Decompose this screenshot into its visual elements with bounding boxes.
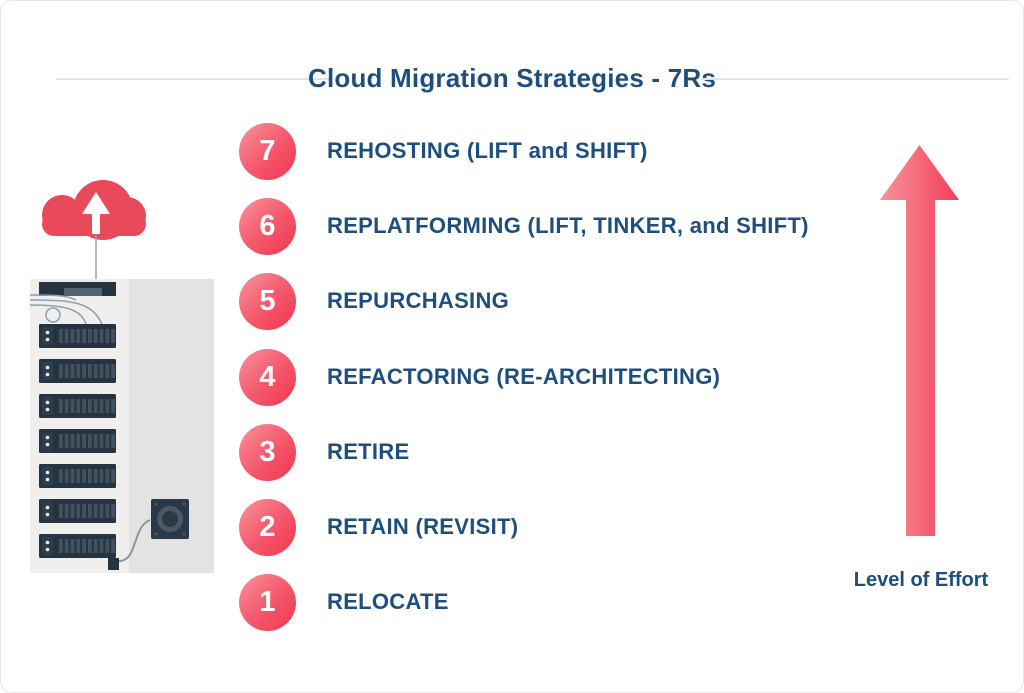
effort-axis-label: Level of Effort <box>853 569 989 591</box>
step-number-badge: 4 <box>239 348 296 406</box>
step-number-badge: 2 <box>239 498 296 556</box>
step-number-badge: 3 <box>239 423 296 481</box>
strategy-row-4: 4 REFACTORING (RE-ARCHITECTING) <box>239 348 720 406</box>
title-divider-right <box>701 78 1009 80</box>
strategy-row-5: 5 REPURCHASING <box>239 272 509 330</box>
strategy-row-6: 6 REPLATFORMING (LIFT, TINKER, and SHIFT… <box>239 197 809 255</box>
strategy-label: RETAIN (REVISIT) <box>327 514 519 539</box>
cloud-upload-icon <box>42 180 146 279</box>
page-title: Cloud Migration Strategies - 7Rs <box>307 63 716 93</box>
strategy-label: RETIRE <box>327 439 410 464</box>
step-number-badge: 7 <box>239 122 296 180</box>
step-number-badge: 5 <box>239 272 296 330</box>
strategy-row-2: 2 RETAIN (REVISIT) <box>239 498 518 556</box>
server-rack-to-cloud-illustration <box>29 180 214 573</box>
effort-up-arrow-icon <box>880 145 959 536</box>
strategy-row-3: 3 RETIRE <box>239 423 409 481</box>
step-number-badge: 6 <box>239 197 296 255</box>
strategy-row-7: 7 REHOSTING (LIFT and SHIFT) <box>239 122 648 180</box>
strategy-label: RELOCATE <box>327 589 449 614</box>
strategy-label: REPLATFORMING (LIFT, TINKER, and SHIFT) <box>327 213 809 238</box>
strategy-label: REPURCHASING <box>327 288 510 313</box>
title-divider-left <box>56 78 332 80</box>
step-number-badge: 1 <box>239 573 296 631</box>
strategy-label: REFACTORING (RE-ARCHITECTING) <box>327 364 721 389</box>
strategy-row-1: 1 RELOCATE <box>239 573 449 631</box>
fan-unit-icon <box>151 499 189 539</box>
strategy-label: REHOSTING (LIFT and SHIFT) <box>327 138 648 163</box>
